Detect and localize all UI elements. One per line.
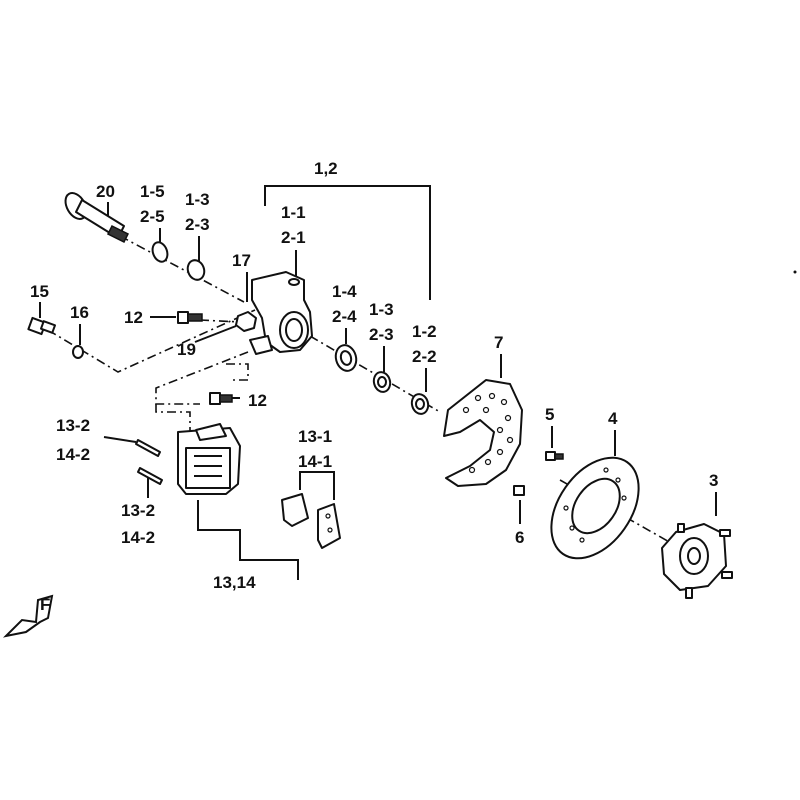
brake-caliper-part [177,423,241,495]
seal-1-5-part [151,241,169,263]
callout-1-3-lower: 1-3 [369,300,394,319]
axis-bolt-12-upper [199,319,241,323]
callout-2-5: 2-5 [140,207,165,226]
callout-2-3-lower: 2-3 [369,325,394,344]
seal-1-2-part [410,393,430,415]
callout-2-2: 2-2 [412,347,437,366]
callout-3: 3 [709,471,718,490]
callout-2-3-upper: 2-3 [185,215,210,234]
callout-13-2-upper: 13-2 [56,416,90,435]
brake-pad-part [281,493,341,549]
callout-12-upper: 12 [124,308,143,327]
bearing-upper-part [186,259,206,281]
bracket-13-1-14-1 [299,471,335,500]
nut-17-part [235,311,257,332]
stray-dot-mark [793,270,797,274]
bolt-15-part [27,316,57,336]
callout-13-1: 13-1 [298,427,332,446]
leader-13-2-upper [103,436,137,443]
drive-shaft-part [64,192,130,244]
bolt-5-part [545,451,564,461]
callout-20: 20 [96,182,115,201]
wheel-hub-part [661,523,733,599]
callout-14-2-lower: 14-2 [121,528,155,547]
callout-14-1: 14-1 [298,452,332,471]
bearing-sleeve-part [334,344,358,372]
callout-5: 5 [545,405,554,424]
front-marker-label: F [40,595,50,614]
axis-bolt-15 [47,309,256,373]
bolt-12-lower-part [209,392,233,405]
callout-1-2: 1-2 [412,322,437,341]
pin-13-2-lower-part [137,467,163,485]
callout-6: 6 [515,528,524,547]
callout-12-lower: 12 [248,391,267,410]
axis-hub-bearings [309,335,441,413]
callout-4: 4 [608,409,618,428]
dust-shield-part [443,379,523,487]
axis-caliper-mount [155,351,249,405]
bracket-caliper-assembly [197,500,299,580]
front-direction-arrow-icon: F [2,594,54,638]
callout-14-2-upper: 14-2 [56,445,90,464]
axis-hub-shaft [119,235,245,303]
callout-19: 19 [177,340,196,359]
callout-13-14-assembly: 13,14 [213,573,256,592]
bolt-6-part [513,485,525,496]
callout-15: 15 [30,282,49,301]
callout-17: 17 [232,251,251,270]
callout-1-3-upper: 1-3 [185,190,210,209]
steering-knuckle-part [249,271,313,355]
callout-2-1: 2-1 [281,228,306,247]
brake-disc-part [550,456,640,560]
callout-13-2-lower: 13-2 [121,501,155,520]
callout-2-4: 2-4 [332,307,357,326]
callout-1-1: 1-1 [281,203,306,222]
callout-1-2-assembly: 1,2 [314,159,338,178]
callout-1-5: 1-5 [140,182,165,201]
pin-13-2-upper-part [135,439,161,457]
leader-19 [194,325,237,343]
callout-16: 16 [70,303,89,322]
callout-1-4: 1-4 [332,282,357,301]
bolt-12-upper-part [177,311,203,324]
axis-caliper-down [155,363,249,432]
washer-16-part [72,345,84,359]
bracket-knuckle-assembly [264,185,431,300]
bearing-lower-part [372,371,392,393]
callout-7: 7 [494,333,503,352]
